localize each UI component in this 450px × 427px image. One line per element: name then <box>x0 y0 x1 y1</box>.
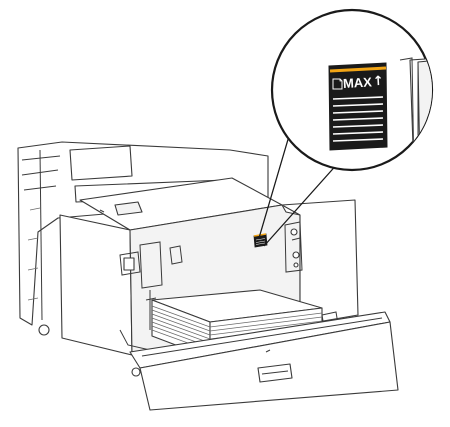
max-label-text: MAX <box>342 74 373 91</box>
up-arrow-icon: ↑ <box>372 73 385 90</box>
paper-lines-icon <box>332 96 384 142</box>
tray-door <box>129 311 399 411</box>
page-icon <box>332 78 343 90</box>
max-label <box>328 62 388 151</box>
max-fill-line-indicator <box>329 66 387 73</box>
max-label-plate <box>328 62 388 151</box>
max-label-text-group: MAX ↑ <box>343 74 385 92</box>
